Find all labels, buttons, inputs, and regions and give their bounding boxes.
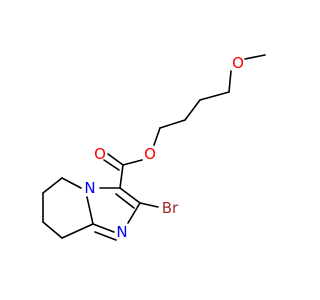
bond-n1-c8a-b <box>94 231 117 241</box>
bond-c3ring-c2ring-b <box>115 193 135 209</box>
atom-ester-oxygen: O <box>144 145 156 163</box>
bond-ccarbonyl-c3ring <box>119 164 124 189</box>
atom-ether-oxygen: O <box>232 54 244 72</box>
bond-c2-c3 <box>184 99 201 121</box>
bond-c3-c4 <box>159 119 186 129</box>
atom-label-layer: O O O N N Br <box>84 54 244 241</box>
bond-methyl-o <box>244 54 266 60</box>
bond-c1-c2 <box>199 91 230 101</box>
bond-ccarbonyl-ocarbonyl-a <box>107 153 124 166</box>
bond-c3ring-c2ring-a <box>119 187 141 204</box>
bond-o-c1 <box>228 70 232 93</box>
bond-n1-c8a-a <box>92 223 115 233</box>
bond-c5-c6 <box>42 177 63 194</box>
atom-imine-nitrogen: N <box>116 223 127 241</box>
bond-c4-oester <box>153 127 161 146</box>
bond-layer <box>42 54 266 241</box>
bond-ccarbonyl-ocarbonyl-b <box>103 159 120 171</box>
bond-c8a-n4 <box>86 196 94 225</box>
atom-ring-nitrogen: N <box>84 179 95 197</box>
molecule-diagram: O O O N N Br <box>42 54 266 241</box>
bond-c7-c8 <box>42 221 63 239</box>
molecule-structure: O O O N N Br <box>42 54 266 241</box>
bond-c2ring-n1 <box>127 202 141 224</box>
atom-bromine: Br <box>162 199 179 217</box>
bond-n4-c5 <box>61 177 82 189</box>
atom-carbonyl-oxygen: O <box>94 145 106 163</box>
bond-c8-c8a <box>61 223 94 239</box>
bond-c2ring-bromine <box>139 202 159 208</box>
bond-oester-ccarbonyl <box>122 159 143 166</box>
